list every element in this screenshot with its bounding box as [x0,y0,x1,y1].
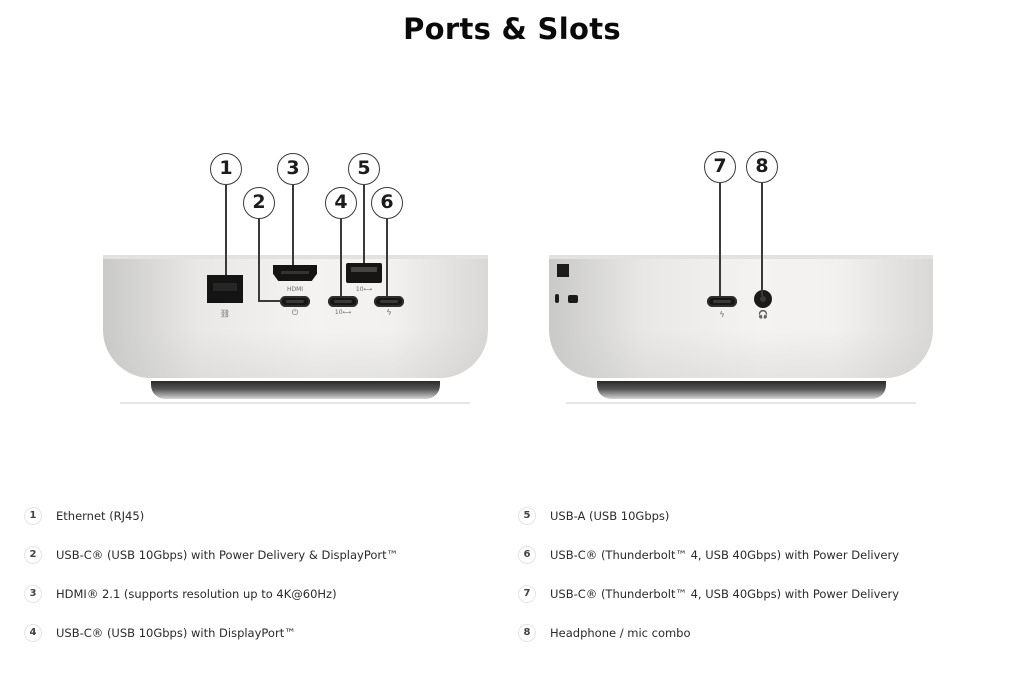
usb-10gbps-icon: 10⟷ [355,286,373,293]
leader-line-5 [363,185,365,263]
thunderbolt-port-7 [707,296,737,307]
stand-shadow [566,402,916,404]
dock-stand [597,381,886,399]
leader-line-1 [225,185,227,275]
legend-number: 3 [24,585,42,603]
legend-label: USB-C® (USB 10Gbps) with Power Delivery … [56,548,399,562]
legend-item-1: 1 Ethernet (RJ45) [24,506,144,526]
legend-item-4: 4 USB-C® (USB 10Gbps) with DisplayPort™ [24,623,296,643]
side-port-small-2 [568,295,578,303]
ethernet-port [207,275,243,303]
legend-label: USB-C® (Thunderbolt™ 4, USB 40Gbps) with… [550,548,899,562]
legend-number: 7 [518,585,536,603]
thunderbolt-icon: ϟ [719,310,725,319]
legend-number: 1 [24,507,42,525]
legend-item-5: 5 USB-A (USB 10Gbps) [518,506,669,526]
legend-label: Headphone / mic combo [550,626,691,640]
leader-line-8 [761,183,763,296]
legend-item-2: 2 USB-C® (USB 10Gbps) with Power Deliver… [24,545,398,565]
callout-8: 8 [746,151,778,183]
usb-a-port [346,263,382,283]
callout-3: 3 [277,153,309,185]
side-port-small-1 [555,294,559,303]
power-plug-icon: ⏻ [291,308,299,317]
leader-line-6 [386,219,388,296]
page-title: Ports & Slots [403,12,621,46]
legend-label: HDMI® 2.1 (supports resolution up to 4K@… [56,587,337,601]
legend-number: 6 [518,546,536,564]
legend-item-3: 3 HDMI® 2.1 (supports resolution up to 4… [24,584,337,604]
legend-label: USB-C® (Thunderbolt™ 4, USB 40Gbps) with… [550,587,899,601]
stand-shadow [120,402,470,404]
legend-number: 2 [24,546,42,564]
legend-item-8: 8 Headphone / mic combo [518,623,691,643]
legend-label: USB-C® (USB 10Gbps) with DisplayPort™ [56,626,296,640]
callout-4: 4 [325,187,357,219]
callout-5: 5 [348,153,380,185]
leader-line-4 [340,219,342,296]
headphone-icon: 🎧 [758,310,768,319]
legend-label: USB-A (USB 10Gbps) [550,509,670,523]
legend-item-7: 7 USB-C® (Thunderbolt™ 4, USB 40Gbps) wi… [518,584,899,604]
callout-6: 6 [371,187,403,219]
callout-7: 7 [704,151,736,183]
legend-label: Ethernet (RJ45) [56,509,145,523]
callout-2: 2 [243,187,275,219]
legend-number: 5 [518,507,536,525]
legend-number: 4 [24,624,42,642]
hdmi-logo-icon: HDMI [286,286,304,293]
thunderbolt-port-6 [374,296,404,307]
usb-10gbps-icon: 10⟷ [334,309,352,316]
ethernet-icon: ⛓ [219,309,231,318]
side-port-rj45 [557,264,569,277]
callout-1: 1 [210,153,242,185]
leader-line-2 [258,219,260,301]
dock-stand [151,381,440,399]
usb-c-port-4 [328,296,358,307]
usb-c-port-2 [280,296,310,307]
thunderbolt-icon: ϟ [386,308,392,317]
hdmi-port [273,265,317,281]
leader-line-7 [719,183,721,296]
legend-item-6: 6 USB-C® (Thunderbolt™ 4, USB 40Gbps) wi… [518,545,899,565]
legend-number: 8 [518,624,536,642]
dock-body [549,255,933,378]
headphone-jack [754,290,772,308]
leader-line-2-h [258,300,281,302]
leader-line-3 [292,185,294,265]
